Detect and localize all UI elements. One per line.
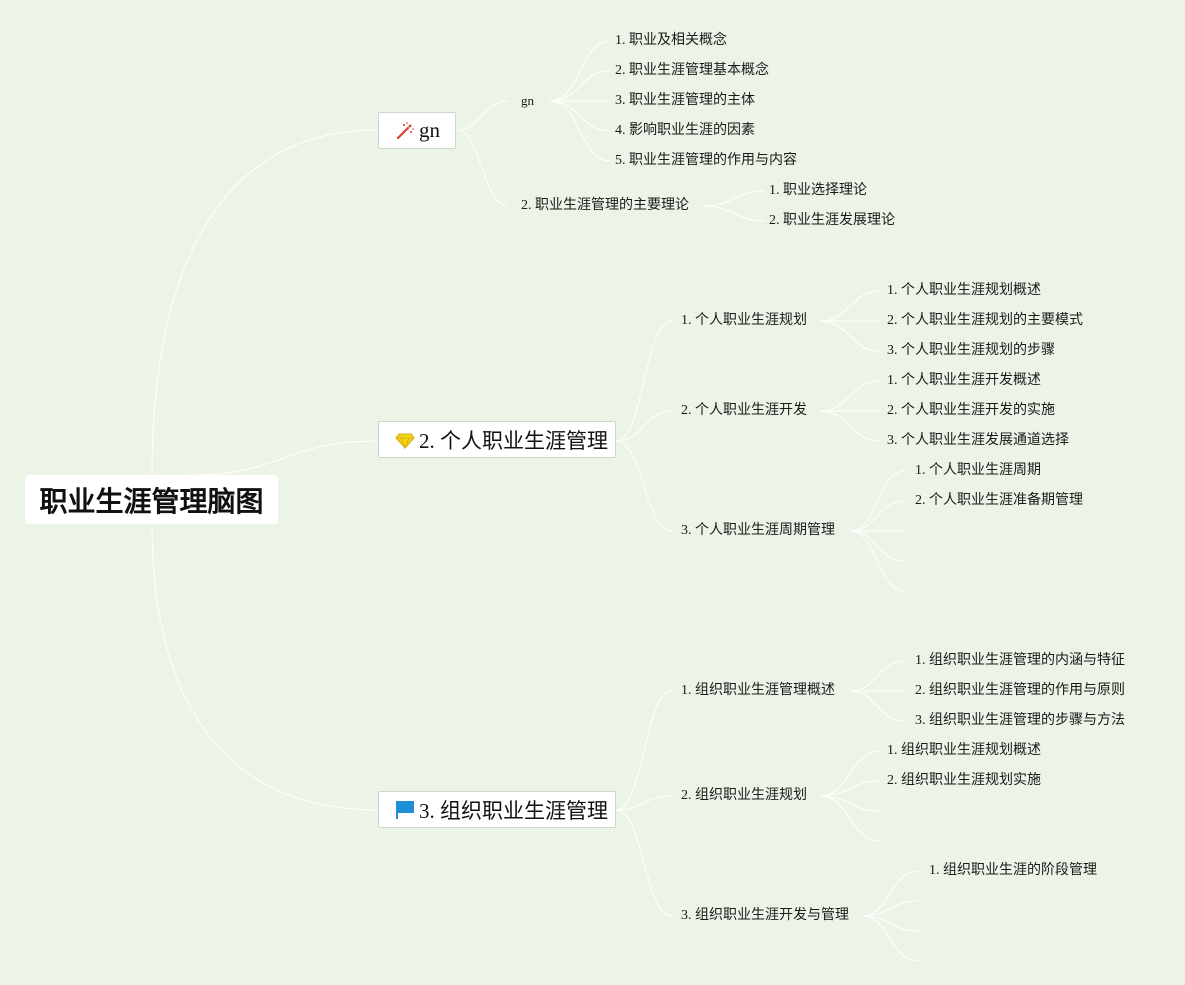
sub21-to-leaf1 <box>819 290 881 322</box>
sub11-to-leaf5 <box>549 100 611 162</box>
subtopic-3-3[interactable]: 3. 组织职业生涯开发与管理 <box>681 908 849 923</box>
sub33-to-leaf3 <box>861 915 919 932</box>
branch2-to-sub3 <box>615 440 673 532</box>
leaf-1-2-2[interactable]: 2. 职业生涯发展理论 <box>769 213 895 228</box>
sub21-to-leaf3 <box>819 320 881 352</box>
branch-2[interactable]: 2. 个人职业生涯管理 <box>378 421 616 458</box>
branch-2-label: 2. 个人职业生涯管理 <box>419 428 608 453</box>
leaf-3-3-1[interactable]: 1. 组织职业生涯的阶段管理 <box>929 863 1097 878</box>
branch-3-label: 3. 组织职业生涯管理 <box>419 798 608 823</box>
leaf-3-2-2[interactable]: 2. 组织职业生涯规划实施 <box>887 773 1041 788</box>
sub23-to-leaf5 <box>849 530 906 592</box>
subtopic-3-1[interactable]: 1. 组织职业生涯管理概述 <box>681 683 835 698</box>
sub33-to-leaf2 <box>861 900 919 917</box>
leaf-3-1-3[interactable]: 3. 组织职业生涯管理的步骤与方法 <box>915 713 1125 728</box>
subtopic-1-1[interactable]: gn <box>521 93 534 108</box>
sub22-to-leaf3 <box>819 410 881 442</box>
branch3-to-sub1 <box>615 690 673 811</box>
sub31-to-leaf1 <box>849 660 906 692</box>
leaf-2-3-1[interactable]: 1. 个人职业生涯周期 <box>915 463 1041 478</box>
leaf-1-1-3[interactable]: 3. 职业生涯管理的主体 <box>615 93 755 108</box>
branch2-to-sub2 <box>615 410 673 442</box>
sub23-to-leaf2 <box>849 500 906 532</box>
leaf-3-1-1[interactable]: 1. 组织职业生涯管理的内涵与特征 <box>915 653 1125 668</box>
sub11-to-leaf2 <box>549 70 611 102</box>
sub33-to-leaf4 <box>861 915 919 962</box>
sub23-to-leaf1 <box>849 470 906 532</box>
leaf-2-2-3[interactable]: 3. 个人职业生涯发展通道选择 <box>887 433 1069 448</box>
subtopic-1-2[interactable]: 2. 职业生涯管理的主要理论 <box>521 198 689 213</box>
mindmap-root[interactable]: 职业生涯管理脑图 <box>25 475 278 524</box>
subtopic-2-3[interactable]: 3. 个人职业生涯周期管理 <box>681 523 835 538</box>
root-to-branch-3 <box>151 523 379 811</box>
sub32-to-leaf4 <box>819 795 881 842</box>
leaf-1-1-1[interactable]: 1. 职业及相关概念 <box>615 33 727 48</box>
subtopic-3-2[interactable]: 2. 组织职业生涯规划 <box>681 788 807 803</box>
sub22-to-leaf1 <box>819 380 881 412</box>
leaf-1-2-1[interactable]: 1. 职业选择理论 <box>769 183 867 198</box>
sub12-to-leaf1 <box>702 190 766 207</box>
sub32-to-leaf1 <box>819 750 881 797</box>
leaf-2-2-2[interactable]: 2. 个人职业生涯开发的实施 <box>887 403 1055 418</box>
sub33-to-leaf1 <box>861 870 919 917</box>
branch1-to-sub2 <box>455 129 509 207</box>
flag-icon <box>395 800 415 820</box>
sub32-to-leaf2 <box>819 780 881 797</box>
leaf-2-1-1[interactable]: 1. 个人职业生涯规划概述 <box>887 283 1041 298</box>
leaf-2-1-3[interactable]: 3. 个人职业生涯规划的步骤 <box>887 343 1055 358</box>
branch-3[interactable]: 3. 组织职业生涯管理 <box>378 791 616 828</box>
branch3-to-sub3 <box>615 809 673 917</box>
leaf-3-2-1[interactable]: 1. 组织职业生涯规划概述 <box>887 743 1041 758</box>
magic-wand-icon <box>395 121 415 141</box>
leaf-2-2-1[interactable]: 1. 个人职业生涯开发概述 <box>887 373 1041 388</box>
leaf-1-1-5[interactable]: 5. 职业生涯管理的作用与内容 <box>615 153 797 168</box>
subtopic-2-2[interactable]: 2. 个人职业生涯开发 <box>681 403 807 418</box>
subtopic-2-1[interactable]: 1. 个人职业生涯规划 <box>681 313 807 328</box>
branch1-to-sub1 <box>455 100 509 131</box>
sub31-to-leaf3 <box>849 690 906 722</box>
branch-1[interactable]: gn <box>378 112 456 149</box>
leaf-2-3-2[interactable]: 2. 个人职业生涯准备期管理 <box>915 493 1083 508</box>
sub11-to-leaf4 <box>549 100 611 132</box>
sub12-to-leaf2 <box>702 205 766 222</box>
branch-1-label: gn <box>419 118 440 142</box>
leaf-1-1-4[interactable]: 4. 影响职业生涯的因素 <box>615 123 755 138</box>
leaf-1-1-2[interactable]: 2. 职业生涯管理基本概念 <box>615 63 769 78</box>
branch3-to-sub2 <box>615 795 673 811</box>
leaf-2-1-2[interactable]: 2. 个人职业生涯规划的主要模式 <box>887 313 1083 328</box>
sub11-to-leaf1 <box>549 40 611 102</box>
root-to-branch-2 <box>189 440 379 476</box>
root-to-branch-1 <box>151 129 379 476</box>
diamond-icon <box>395 430 415 450</box>
sub32-to-leaf3 <box>819 795 881 812</box>
leaf-3-1-2[interactable]: 2. 组织职业生涯管理的作用与原则 <box>915 683 1125 698</box>
branch2-to-sub1 <box>615 320 673 442</box>
sub23-to-leaf4 <box>849 530 906 562</box>
